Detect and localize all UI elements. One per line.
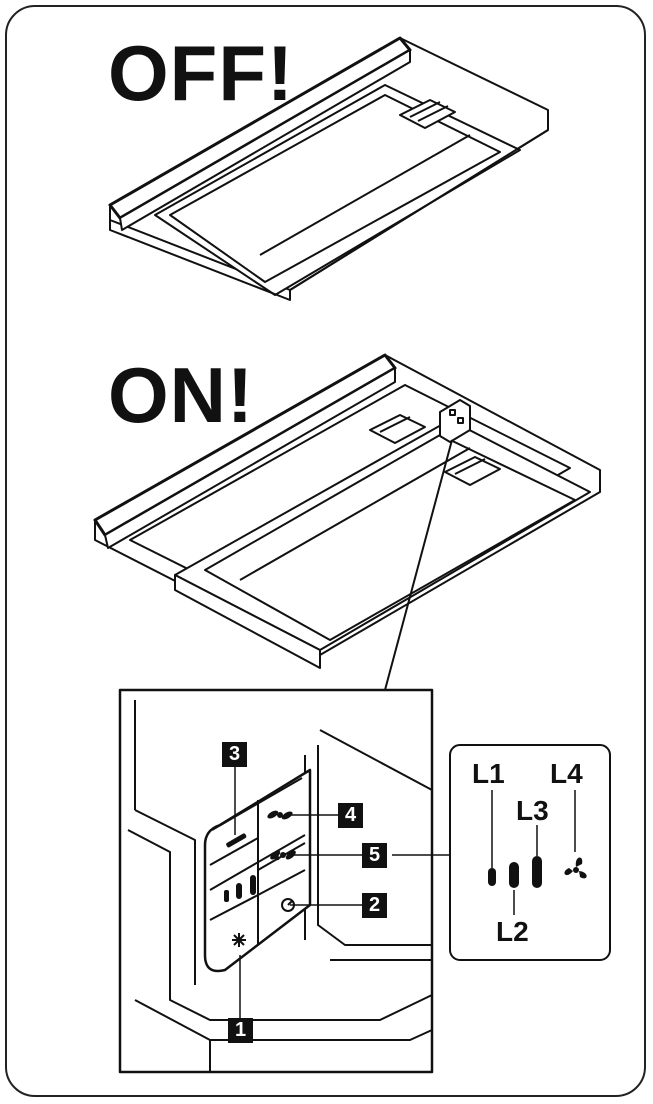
level-1-symbol	[488, 868, 496, 886]
fan-minus-icon	[226, 833, 247, 848]
diagram-frame	[5, 5, 646, 1097]
label-l2: L2	[496, 916, 529, 947]
label-l3: L3	[516, 795, 549, 826]
level-4-fan-symbol	[564, 857, 587, 879]
label-l1: L1	[472, 758, 505, 789]
control-icons	[224, 810, 296, 947]
level-2-symbol	[509, 862, 519, 888]
heading-off: OFF!	[108, 29, 294, 117]
fan-level-icon	[270, 850, 296, 861]
callout-3: 3	[222, 742, 247, 767]
callout-1: 1	[228, 1018, 253, 1043]
label-l4: L4	[550, 758, 583, 789]
timer-icon	[281, 898, 295, 912]
hood-closed	[108, 36, 549, 301]
hood-extended	[93, 353, 601, 691]
level-3-symbol	[532, 856, 542, 888]
callout-5: 5	[362, 843, 387, 868]
callout-4: 4	[338, 803, 363, 828]
callout-2: 2	[362, 893, 387, 918]
fan-plus-icon	[267, 810, 293, 820]
heading-on: ON!	[108, 351, 254, 439]
light-icon	[232, 933, 246, 947]
legend-box	[449, 744, 611, 961]
legend-symbols	[488, 856, 587, 888]
level-indicator-icon	[224, 875, 256, 902]
zoom-panel	[118, 688, 434, 1074]
legend-leaders	[491, 790, 576, 915]
